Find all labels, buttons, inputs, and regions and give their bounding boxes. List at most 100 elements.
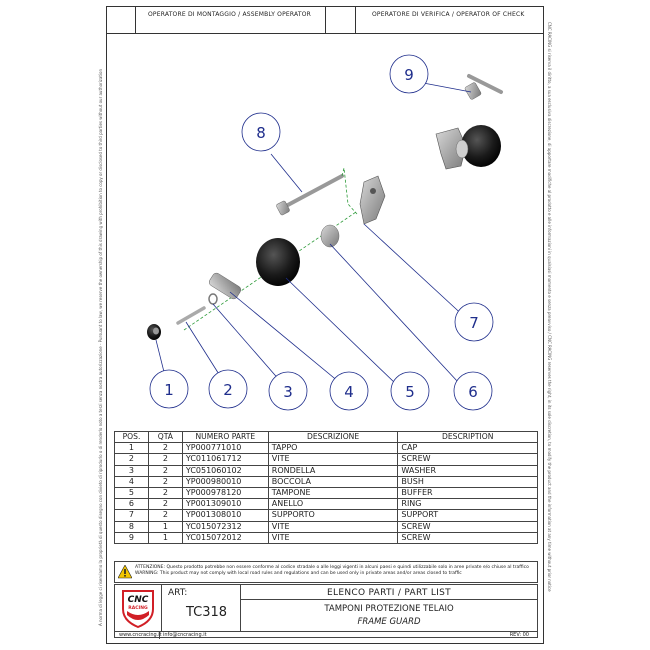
assembled-support xyxy=(435,127,467,170)
table-cell: 2 xyxy=(147,453,183,466)
table-cell: 2 xyxy=(147,486,183,500)
buffer-5 xyxy=(256,238,300,286)
table-cell: YC015072012 xyxy=(181,531,269,544)
table-cell: RONDELLA xyxy=(267,464,399,477)
table-cell: YC011061712 xyxy=(181,453,269,466)
assembled-ring xyxy=(455,139,469,159)
balloon-6 xyxy=(453,371,493,411)
screw-8-head xyxy=(276,200,290,216)
table-cell: WASHER xyxy=(397,464,538,477)
table-cell: 9 xyxy=(114,531,149,544)
table-cell: YP000771010 xyxy=(181,442,269,455)
leader-7 xyxy=(363,223,469,321)
table-cell: 1 xyxy=(147,531,183,544)
table-cell: SCREW xyxy=(397,453,538,466)
balloon-2 xyxy=(208,369,248,409)
table-cell: 6 xyxy=(114,498,149,511)
ring-6 xyxy=(320,224,340,248)
balloon-7 xyxy=(454,302,494,342)
balloon-9 xyxy=(389,54,429,94)
article-code: TC318 xyxy=(186,605,228,620)
hdr-box-1 xyxy=(106,6,136,34)
assembly-operator-label: OPERATORE DI MONTAGGIO / ASSEMBLY OPERAT… xyxy=(148,11,312,18)
shield-logo-icon: CNC RACING xyxy=(122,590,154,629)
table-cell: 4 xyxy=(114,475,149,488)
table-cell: 3 xyxy=(114,464,149,477)
table-cell: RING xyxy=(397,498,538,511)
col-qty: QTÀ xyxy=(147,430,183,444)
support-7-hole xyxy=(370,188,376,194)
table-cell: 2 xyxy=(147,498,183,511)
website-link[interactable]: www.cncracing.it xyxy=(119,632,162,638)
table-cell: 2 xyxy=(147,442,183,455)
table-cell: 7 xyxy=(114,509,149,522)
support-7 xyxy=(359,175,386,225)
balloon-5-label: 5 xyxy=(405,383,415,401)
table-cell: YC015072312 xyxy=(181,520,269,533)
leader-2 xyxy=(185,321,223,380)
screw-8-shaft xyxy=(284,174,344,208)
screw-2-shaft xyxy=(176,306,206,325)
table-cell: YP000978120 xyxy=(181,486,269,500)
table-cell: TAMPONE xyxy=(267,486,399,500)
leader-8 xyxy=(270,153,303,193)
table-cell: SUPPORTO xyxy=(267,509,399,522)
footer-row: www.cncracing.it info@cncracing.it REV: … xyxy=(115,631,537,639)
hdr-box-2 xyxy=(326,6,356,34)
balloon-2-label: 2 xyxy=(223,381,233,399)
warning-it: ATTENZIONE: Questo prodotto potrebbe non… xyxy=(135,565,529,570)
balloon-3 xyxy=(268,371,308,411)
warning-box: ATTENZIONE: Questo prodotto potrebbe non… xyxy=(114,561,538,583)
right-legal-note: CNC RACING si riserva il diritto, a sua … xyxy=(547,22,552,592)
check-operator-label: OPERATORE DI VERIFICA / OPERATOR OF CHEC… xyxy=(372,11,525,18)
balloon-7-label: 7 xyxy=(469,314,479,332)
bush-4 xyxy=(208,272,242,300)
table-header-row: POS. QTÀ NUMERO PARTE DESCRIZIONE DESCRI… xyxy=(114,430,538,444)
revision: REV: 00 xyxy=(509,632,529,638)
cnc-racing-logo: CNC RACING xyxy=(115,585,161,631)
table-cell: BOCCOLA xyxy=(267,475,399,488)
email-link[interactable]: info@cncracing.it xyxy=(163,632,207,638)
table-cell: YP001309010 xyxy=(181,498,269,511)
table-cell: ANELLO xyxy=(267,498,399,511)
parts-list-title: ELENCO PARTI / PART LIST xyxy=(327,588,451,598)
assembly-operator-cell: OPERATORE DI MONTAGGIO / ASSEMBLY OPERAT… xyxy=(136,6,326,34)
assembly-path-8 xyxy=(341,167,358,215)
svg-text:RACING: RACING xyxy=(128,605,148,611)
col-description-en: DESCRIPTION xyxy=(397,430,538,444)
leader-9 xyxy=(417,81,472,93)
table-cell: YP001308010 xyxy=(181,509,269,522)
table-cell: YC051060102 xyxy=(181,464,269,477)
table-cell: 5 xyxy=(114,486,149,500)
leader-3 xyxy=(212,303,282,383)
balloon-8 xyxy=(241,112,281,152)
table-cell: VITE xyxy=(267,531,399,544)
balloon-1-label: 1 xyxy=(164,381,174,399)
washer-3 xyxy=(208,293,218,305)
operator-header: OPERATORE DI MONTAGGIO / ASSEMBLY OPERAT… xyxy=(106,6,544,34)
table-cell: 2 xyxy=(147,509,183,522)
balloon-5 xyxy=(390,371,430,411)
table-cell: 1 xyxy=(114,442,149,455)
warning-en: WARNING: This product may not comply wit… xyxy=(135,571,462,576)
svg-text:CNC: CNC xyxy=(128,595,149,605)
title-english: FRAME GUARD xyxy=(357,617,421,627)
table-cell: BUSH xyxy=(397,475,538,488)
table-cell: YP000980010 xyxy=(181,475,269,488)
table-cell: 2 xyxy=(114,453,149,466)
balloon-4-label: 4 xyxy=(344,383,354,401)
parts-table: POS. QTÀ NUMERO PARTE DESCRIZIONE DESCRI… xyxy=(114,430,538,544)
cap-1-inner xyxy=(153,327,159,335)
balloon-3-label: 3 xyxy=(283,383,293,401)
title-divider xyxy=(241,599,537,600)
screw-9-shaft xyxy=(467,74,503,94)
left-legal-note: A norma di legge ci riserviamo la propri… xyxy=(98,69,103,626)
table-cell: BUFFER xyxy=(397,486,538,500)
table-cell: 2 xyxy=(147,464,183,477)
